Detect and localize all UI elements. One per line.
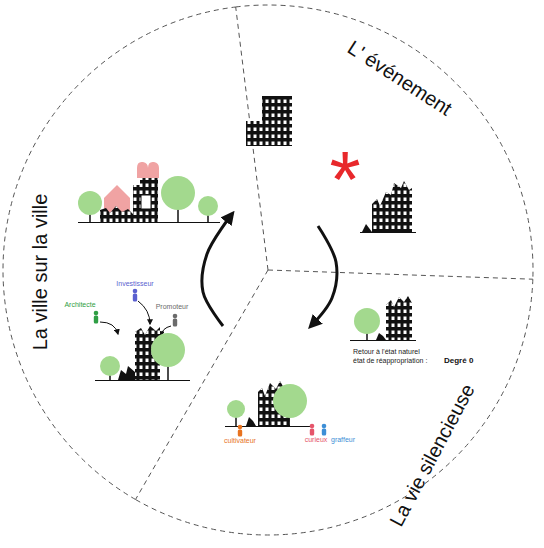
- actor-label: graffeur: [331, 436, 355, 444]
- sector-dividers: [136, 7, 533, 500]
- degree-value: Degré 0: [444, 357, 473, 366]
- actor-label: Architecte: [64, 301, 95, 309]
- person-icon: [322, 424, 327, 436]
- sector-shape: [135, 279, 534, 541]
- intact-building: [246, 96, 292, 146]
- sector-arc: [3, 7, 236, 500]
- ruined-building: [360, 181, 416, 233]
- sector-shape: [237, 5, 534, 281]
- cycle-sector: La vie silencieuse: [135, 279, 534, 541]
- person-icon: [173, 314, 178, 327]
- person-icon: [238, 425, 243, 437]
- cycle-arrow: [311, 226, 337, 326]
- sector-area: [136, 270, 533, 535]
- actor-label: curieux: [305, 436, 328, 444]
- ruin-with-tree: [350, 296, 416, 341]
- note-text: Retour à l'état naturel: [353, 348, 420, 356]
- building-project: [95, 326, 190, 381]
- cycle-sector: La ville sur la ville: [3, 5, 269, 502]
- cycle-sector: L' événement: [237, 5, 534, 281]
- divider-line: [268, 270, 533, 279]
- sector-title: La ville sur la ville: [29, 194, 51, 351]
- sector-area: [236, 5, 533, 279]
- sector-title: L' événement: [344, 36, 456, 120]
- divider-line: [236, 7, 268, 270]
- rebuilt-city: [78, 162, 220, 223]
- sector-arc: [136, 279, 533, 535]
- cycle-arrow: [202, 214, 232, 326]
- person-icon: [133, 289, 138, 302]
- sector-area: [3, 7, 268, 500]
- sector-arc: [236, 5, 533, 279]
- actor-label: Promoteur: [156, 303, 189, 311]
- note-text: état de réappropriation :: [353, 357, 427, 365]
- actor-label: Investisseur: [116, 280, 153, 288]
- divider-line: [136, 270, 269, 500]
- ruin-with-trees: [225, 381, 312, 427]
- actor-label: cultivateur: [224, 437, 256, 445]
- sector-title: La vie silencieuse: [385, 380, 479, 530]
- event-asterisk: *: [329, 140, 360, 220]
- person-icon: [310, 424, 315, 436]
- person-icon: [94, 311, 99, 324]
